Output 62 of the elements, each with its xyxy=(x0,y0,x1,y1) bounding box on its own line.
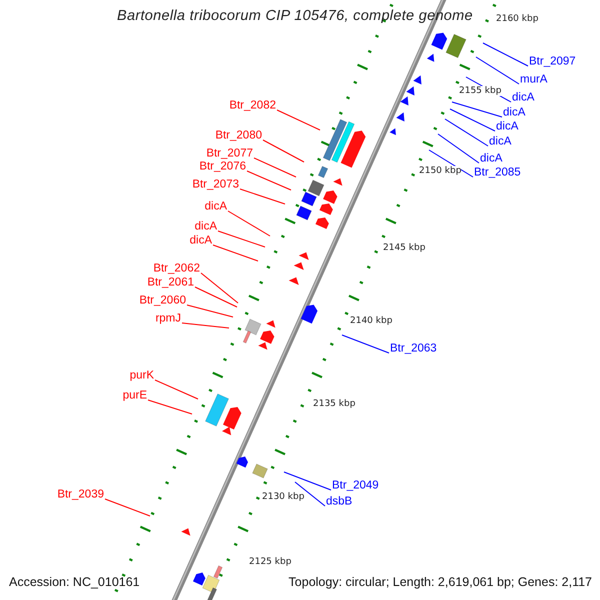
leader-line xyxy=(246,170,292,190)
tick-label: 2135 kbp xyxy=(313,399,356,409)
leader-line xyxy=(452,102,502,118)
leader-line xyxy=(428,150,474,178)
gene-label: Btr_2063 xyxy=(390,343,437,355)
gene-label: dicA xyxy=(496,121,518,133)
footer-note: Accession: NC_010161 xyxy=(9,575,140,589)
leader-line xyxy=(294,482,326,506)
gene-label: Btr_2060 xyxy=(139,295,186,307)
gene-label: Btr_2077 xyxy=(206,148,253,160)
gene-label: Btr_2085 xyxy=(474,167,521,179)
gene-label: Btr_2049 xyxy=(332,480,379,492)
gene-label: Btr_2062 xyxy=(153,263,200,275)
tick-label: 2140 kbp xyxy=(350,316,392,326)
gene-label: purK xyxy=(130,370,154,382)
leader-line xyxy=(450,108,496,132)
tick-label: 2155 kbp xyxy=(459,86,502,96)
leader-line xyxy=(276,110,320,130)
gene-label: Btr_2061 xyxy=(147,277,194,289)
gene-label: dicA xyxy=(503,107,526,119)
leader-line xyxy=(218,230,266,248)
gene-label: dicA xyxy=(190,235,212,247)
gene-label: Btr_2073 xyxy=(192,179,239,191)
leader-line xyxy=(444,118,488,146)
gene-label: Btr_2080 xyxy=(215,130,262,142)
leader-line xyxy=(254,158,296,178)
tick-label: 2145 kbp xyxy=(383,243,426,253)
leader-line xyxy=(148,400,192,414)
gene-label: Btr_2039 xyxy=(57,489,104,501)
leader-line xyxy=(482,42,528,66)
leader-line xyxy=(200,272,238,304)
gene-label: Btr_2082 xyxy=(229,100,276,112)
tick-label: 2125 kbp xyxy=(249,557,292,567)
gene-label: murA xyxy=(520,74,548,86)
gene-label: purE xyxy=(122,390,147,402)
gene-label: dsbB xyxy=(326,496,352,508)
gene-label: dicA xyxy=(194,221,217,233)
gene-label: Btr_2076 xyxy=(199,161,246,173)
tick-label: 2150 kbp xyxy=(419,166,462,176)
leader-line xyxy=(262,140,304,162)
tick-label: 2160 kbp xyxy=(496,14,538,24)
leader-line xyxy=(342,334,390,354)
gene-label: dicA xyxy=(480,153,502,165)
genome-title: Bartonella tribocorum CIP 105476, complete genome xyxy=(117,8,473,24)
tick-label: 2130 kbp xyxy=(262,492,304,502)
leader-line xyxy=(476,56,520,84)
gene-label: Btr_2097 xyxy=(529,56,576,68)
gene-label: dicA xyxy=(512,92,534,104)
leader-line xyxy=(228,210,270,236)
leader-line xyxy=(240,188,286,204)
leader-line xyxy=(154,380,198,400)
leader-line xyxy=(438,134,480,164)
leader-line xyxy=(284,472,332,490)
leader-line xyxy=(212,244,258,262)
leader-line xyxy=(104,498,150,516)
leader-line xyxy=(186,304,234,318)
gene-label: rpmJ xyxy=(155,313,181,325)
gene-label: dicA xyxy=(489,136,512,148)
footer-note: Topology: circular; Length: 2,619,061 bp; Genes: 2,117 xyxy=(288,575,592,589)
leader-line xyxy=(182,322,230,328)
gene-label: dicA xyxy=(204,201,227,213)
leader-line xyxy=(194,286,238,308)
